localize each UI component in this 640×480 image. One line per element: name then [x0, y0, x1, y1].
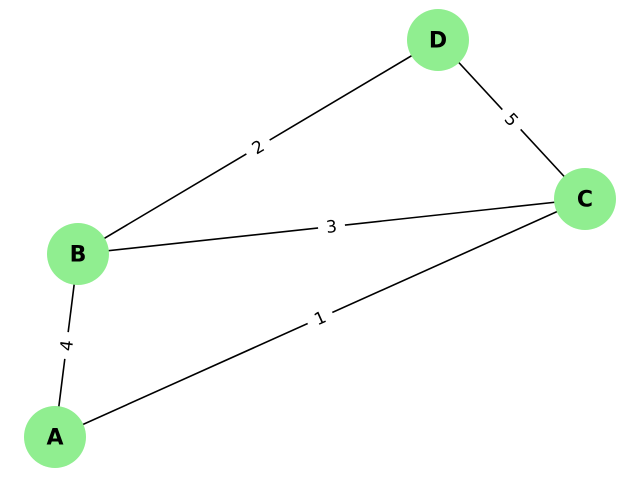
node-B	[47, 223, 109, 285]
node-D	[407, 9, 469, 71]
edge-weight-group-D-C: 5	[494, 102, 529, 137]
edge-weight-bbox	[316, 214, 347, 239]
edge-weight-group-A-B: 4	[53, 330, 80, 361]
edge-weight-bbox	[303, 302, 337, 334]
edge-weight-bbox	[494, 102, 529, 137]
edge-weight-group-B-D: 2	[240, 130, 276, 164]
node-label-D: D	[429, 29, 447, 54]
node-A	[24, 406, 86, 468]
node-label-B: B	[70, 243, 87, 268]
node-C	[554, 168, 616, 230]
edge-weight-label-A-B: 4	[57, 339, 78, 352]
node-label-C: C	[577, 188, 593, 213]
edge-weight-bbox	[53, 330, 80, 361]
edge-weight-bbox	[240, 130, 276, 164]
edge-weight-group-A-C: 1	[303, 302, 337, 334]
edge-weight-group-B-C: 3	[316, 214, 347, 239]
node-label-A: A	[46, 426, 63, 451]
edge-weight-label-B-C: 3	[325, 217, 338, 238]
